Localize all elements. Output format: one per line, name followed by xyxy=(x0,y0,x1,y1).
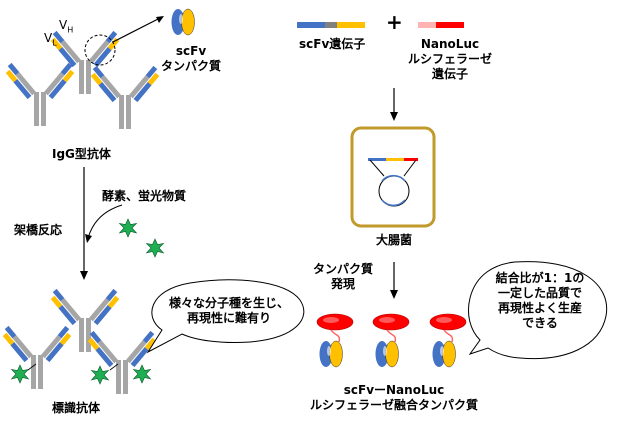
fusion-protein-2 xyxy=(373,314,409,367)
label-star-1 xyxy=(12,365,29,383)
crosslink-label: 架橋反応 xyxy=(14,223,62,238)
nanoluc-gene-bar xyxy=(418,22,464,28)
labeled-antibody-top xyxy=(48,289,122,352)
enzyme-star-2 xyxy=(147,239,164,257)
fusion-protein-3 xyxy=(430,314,466,367)
enzyme-star-1 xyxy=(120,219,137,237)
nanoluc-gene-label: NanoLuc ルシフェラーゼ 遺伝子 xyxy=(400,37,500,82)
fusion-protein-1 xyxy=(317,314,353,367)
vl-label: VL xyxy=(44,31,57,50)
antibody-top-left xyxy=(3,63,77,126)
labeled-antibody-label: 標識抗体 xyxy=(52,401,100,416)
ecoli-label: 大腸菌 xyxy=(360,233,428,248)
ecoli-box xyxy=(352,128,434,226)
reagent-arrow xyxy=(88,205,122,238)
label-star-3 xyxy=(134,365,151,383)
scfv-protein-label: scFv タンパク質 xyxy=(155,44,227,74)
labeled-antibody-right xyxy=(85,331,159,394)
right-bubble-text: 結合比が1：1の 一定した品質で 再現性よく生産 できる xyxy=(478,271,602,331)
vh-label: VH xyxy=(59,18,73,37)
scfv-gene-bar xyxy=(297,22,365,28)
fusion-protein-label: scFvーNanoLuc ルシフェラーゼ融合タンパク質 xyxy=(283,383,505,413)
labeled-antibody-left xyxy=(0,326,74,389)
igg-label: IgG型抗体 xyxy=(52,147,111,162)
antibody-top-right xyxy=(88,66,162,129)
scfv-arrow xyxy=(113,18,160,42)
enzyme-label: 酵素、蛍光物質 xyxy=(102,189,186,204)
plus-sign: + xyxy=(386,12,403,32)
scfv-protein-shape xyxy=(172,9,195,35)
scfv-gene-label: scFv遺伝子 xyxy=(299,37,365,52)
expression-label: タンパク質 発現 xyxy=(303,262,383,292)
label-star-2 xyxy=(92,366,109,384)
left-bubble-text: 様々な分子種を生じ、 再現性に難有り xyxy=(160,296,298,326)
